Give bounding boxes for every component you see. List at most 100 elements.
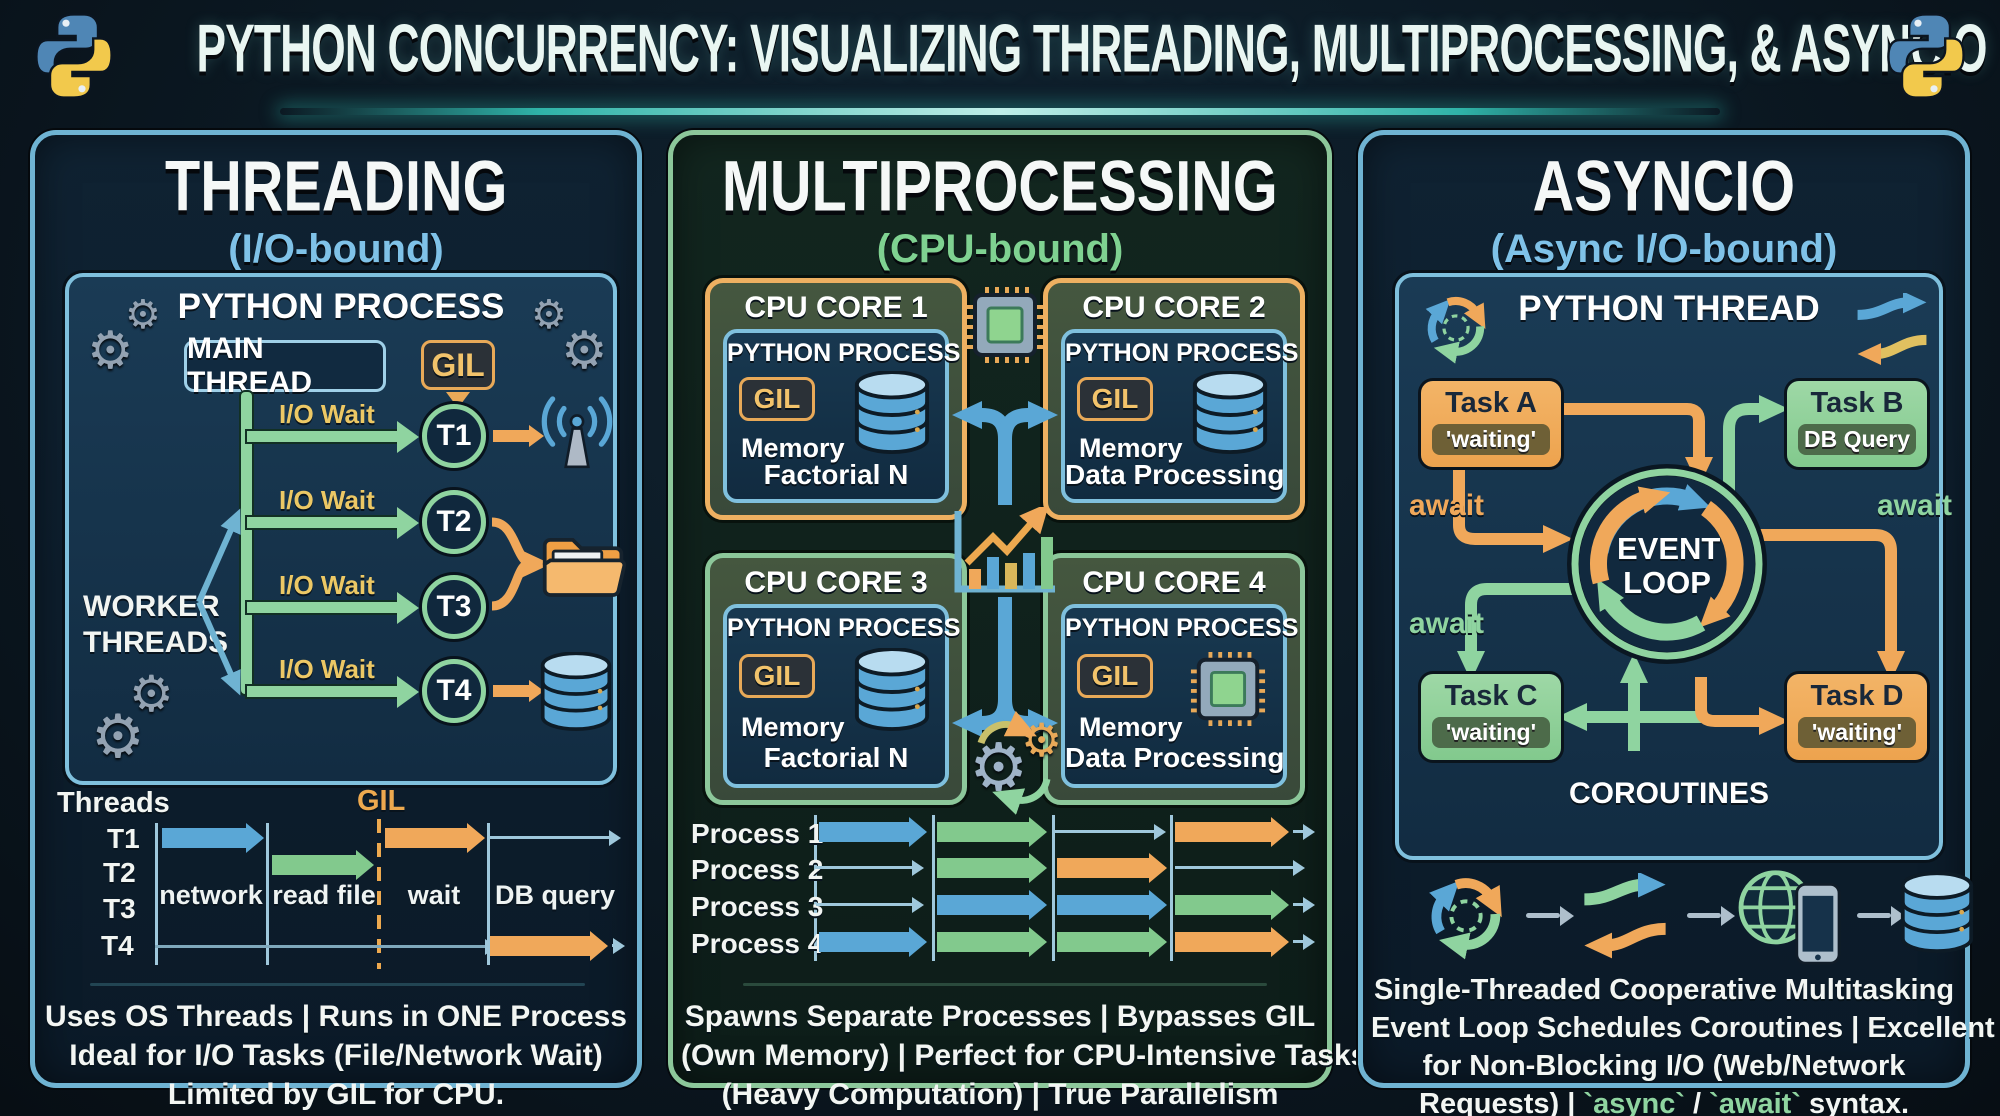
task-d-name: Task D [1810, 680, 1904, 712]
python-thread-box: PYTHON THREAD Task A 'waiti [1395, 273, 1952, 860]
p1-seg2 [937, 822, 1029, 842]
t4-tip [612, 944, 613, 947]
task-label: Factorial N [763, 742, 909, 773]
timeline-gridline [155, 823, 158, 965]
caption-divider [743, 983, 1267, 986]
gil-badge: GIL [1077, 377, 1153, 421]
memory-database-icon [1191, 371, 1269, 459]
memory-label: Memory [1079, 433, 1183, 463]
gear-icon: ⚙ [87, 321, 134, 381]
flow-arrow [1526, 913, 1560, 918]
timeline-row-label: Process 2 [691, 854, 824, 885]
worker-threads-arrows [196, 508, 241, 696]
database-icon [539, 652, 613, 736]
segment-label-network: network [159, 880, 263, 910]
gil-badge: GIL [739, 377, 815, 421]
python-process-box: PYTHON PROCESS ⚙ ⚙ ⚙ ⚙ ⚙ ⚙ MAIN THREAD G… [65, 273, 617, 785]
timeline-gridline [266, 823, 269, 965]
merge-bracket-t2-t3 [491, 517, 549, 611]
await-label: await [1409, 607, 1485, 640]
python-thread-title: PYTHON THREAD [1518, 289, 1820, 328]
p2-seg4 [1175, 866, 1293, 869]
io-wait-label: I/O Wait [279, 654, 375, 684]
threading-caption: Uses OS Threads | Runs in ONE Process Id… [45, 1000, 627, 1111]
process-title: PYTHON PROCESS [1065, 339, 1299, 367]
python-process-title: PYTHON PROCESS [177, 287, 505, 326]
cpu-core-2-process-box: PYTHON PROCESS GIL Memory Data Processin… [1061, 329, 1299, 503]
timeline-row-label: Process 4 [691, 928, 824, 959]
p4-seg1 [819, 932, 909, 952]
p4-seg4 [1175, 932, 1271, 952]
thread-circle-t4: T4 [422, 659, 486, 723]
cpu-core-2-title: CPU CORE 2 [1082, 291, 1266, 324]
arrow-t1-to-network [493, 430, 529, 442]
timeline-gil-label: GIL [357, 785, 406, 817]
gil-badge: GIL [1077, 654, 1153, 698]
timeline-row-label: T4 [101, 930, 134, 961]
p1-seg4 [1175, 822, 1271, 842]
multiprocessing-subtitle: (CPU-bound) [876, 227, 1124, 271]
cpu-core-3-box: CPU CORE 3 PYTHON PROCESS GIL Memory Fac… [705, 553, 967, 805]
cpu-core-2-box: CPU CORE 2 PYTHON PROCESS GIL Memory Dat… [1043, 278, 1305, 520]
gear-icon: ⚙ [91, 702, 145, 772]
cpu-core-3-process-box: PYTHON PROCESS GIL Memory Factorial N [723, 604, 961, 788]
event-loop-icon [1567, 464, 1767, 664]
io-wait-label: I/O Wait [279, 570, 375, 600]
gil-badge: GIL [421, 340, 495, 390]
multiprocessing-title: MULTIPROCESSING [722, 145, 1278, 227]
cycle-icon [1421, 871, 1511, 961]
memory-database-icon [853, 648, 931, 736]
task-label: Data Processing [1065, 459, 1285, 490]
p1-tip [1293, 830, 1303, 833]
panel-asyncio: ASYNCIO (Async I/O-bound) PYTHON THREAD [1358, 130, 1995, 1116]
cpu-chip-icon [965, 285, 1045, 365]
process-title: PYTHON PROCESS [1065, 614, 1299, 642]
p1-seg3 [1054, 830, 1154, 833]
timeline-row-label: T1 [107, 823, 140, 854]
main-thread-box: MAIN THREAD [184, 332, 386, 399]
branch-arrow-t2 [247, 517, 397, 528]
center-connector-line [998, 597, 1012, 673]
t4-dbquery-bar [490, 936, 590, 956]
branch-arrow-t3 [247, 602, 397, 613]
thread-circle-t1: T1 [422, 404, 486, 468]
io-wait-label: I/O Wait [279, 485, 375, 515]
asyncio-caption-line4: Requests) | `async` / `await` syntax. [1371, 1085, 1957, 1116]
main-thread-trunk-line [241, 392, 252, 694]
memory-label: Memory [741, 712, 845, 742]
task-d-status: 'waiting' [1798, 717, 1916, 748]
timeline-row-label: T3 [103, 893, 136, 924]
network-antenna-icon [537, 392, 617, 472]
branch-arrow-t1 [247, 431, 397, 442]
folder-icon [541, 532, 627, 600]
gil-badge: GIL [739, 654, 815, 698]
task-b-status: DB Query [1798, 424, 1916, 455]
thread-circle-t2: T2 [422, 490, 486, 554]
split-arrow-up-icon [950, 377, 1060, 507]
timeline-gridline [814, 815, 817, 961]
timeline-gil-dashed-line [377, 819, 381, 969]
await-keyword: `await` [1709, 1088, 1801, 1116]
multiprocessing-caption: Spawns Separate Processes | Bypasses GIL… [681, 1000, 1368, 1111]
memory-label: Memory [741, 433, 845, 463]
timeline-gridline [1052, 815, 1055, 961]
asyncio-caption: Single-Threaded Cooperative Multitasking… [1371, 971, 1995, 1116]
web-network-icon [1737, 867, 1845, 967]
cpu-core-4-title: CPU CORE 4 [1082, 566, 1266, 599]
task-b-name: Task B [1810, 387, 1904, 419]
p3-seg4 [1175, 895, 1271, 915]
process-title: PYTHON PROCESS [727, 614, 961, 642]
cpu-core-1-box: CPU CORE 1 PYTHON PROCESS GIL Memory Fac… [705, 278, 967, 520]
threading-title: THREADING [164, 145, 508, 227]
p2-seg2 [937, 858, 1029, 878]
task-d-box: Task D 'waiting' [1787, 674, 1927, 760]
page-title: PYTHON CONCURRENCY: VISUALIZING THREADIN… [196, 11, 1987, 87]
task-c-name: Task C [1444, 680, 1538, 712]
task-a-status: 'waiting' [1432, 424, 1550, 455]
memory-label: Memory [1079, 712, 1183, 742]
task-label: Factorial N [763, 459, 909, 490]
timeline-row-label: Process 3 [691, 891, 824, 922]
